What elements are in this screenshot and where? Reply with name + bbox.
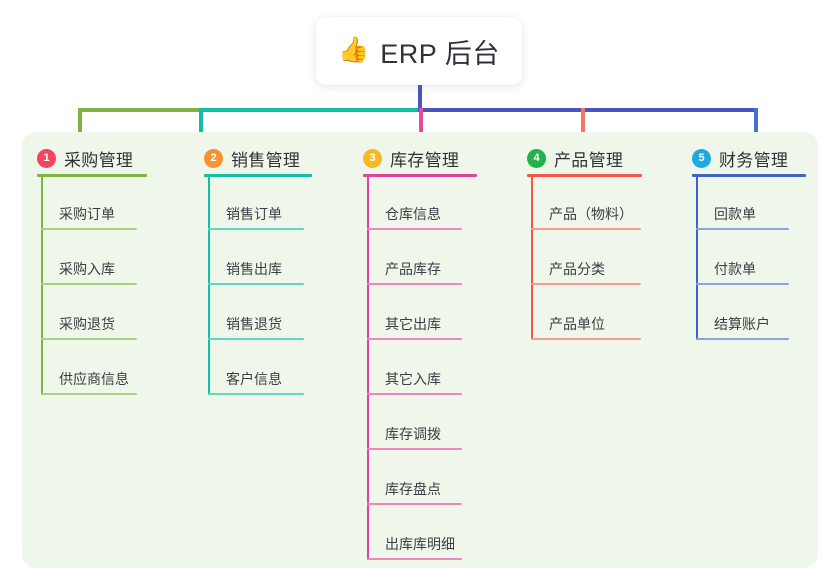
branch-leaf-label: 销售退货: [226, 316, 282, 332]
branch-header-1[interactable]: 1 采购管理: [37, 146, 133, 171]
branch-leaf-label: 采购订单: [59, 206, 115, 222]
branch-leaf-label: 回款单: [714, 206, 756, 222]
branch-leaf-label: 仓库信息: [385, 206, 441, 222]
branches-panel: [22, 132, 818, 568]
branch-leaf-underline: [367, 338, 462, 340]
branch-leaf-underline: [208, 338, 304, 340]
branch-leaf-label: 其它出库: [385, 316, 441, 332]
connector-bus-blue: [418, 108, 696, 112]
branch-leaf-underline: [367, 558, 462, 560]
branch-header-3[interactable]: 3 库存管理: [363, 146, 459, 171]
branch-leaf-label: 库存盘点: [385, 481, 441, 497]
branch-badge-2: 2: [204, 149, 223, 168]
branch-header-4[interactable]: 4 产品管理: [527, 146, 623, 171]
branch-leaf-underline: [367, 448, 462, 450]
branch-leaf-label: 出库库明细: [385, 536, 455, 552]
connector-drop-5: [754, 108, 758, 141]
branch-underline-3: [363, 174, 477, 177]
branch-stem-3: [367, 176, 369, 560]
branch-badge-3: 3: [363, 149, 382, 168]
connector-drop-3: [419, 108, 423, 141]
branch-leaf-underline: [531, 283, 641, 285]
root-node-content: 👍 ERP 后台: [338, 32, 500, 71]
connector-bus-blue-right: [694, 108, 758, 112]
branch-leaf-underline: [367, 228, 462, 230]
branch-title-3: 库存管理: [390, 151, 460, 170]
branch-leaf-underline: [208, 393, 304, 395]
connector-drop-2: [199, 108, 203, 141]
branch-leaf-label: 库存调拨: [385, 426, 441, 442]
branch-leaf-label: 产品（物料）: [549, 206, 633, 222]
connector-bus-teal: [201, 108, 420, 112]
branch-leaf-label: 产品分类: [549, 261, 605, 277]
branch-leaf-label: 采购退货: [59, 316, 115, 332]
branch-leaf-label: 付款单: [714, 261, 756, 277]
branch-leaf-underline: [696, 338, 789, 340]
branch-stem-4: [531, 176, 533, 340]
branch-leaf-underline: [696, 228, 789, 230]
branch-stem-2: [208, 176, 210, 395]
branch-underline-2: [204, 174, 312, 177]
branch-leaf-underline: [367, 283, 462, 285]
branch-stem-1: [41, 176, 43, 395]
branch-leaf-label: 其它入库: [385, 371, 441, 387]
connector-drop-4: [581, 108, 585, 141]
branch-leaf-underline: [367, 503, 462, 505]
branch-leaf-underline: [41, 393, 137, 395]
branch-leaf-underline: [208, 283, 304, 285]
branch-title-4: 产品管理: [554, 151, 624, 170]
branch-stem-5: [696, 176, 698, 340]
branch-leaf-label: 销售订单: [226, 206, 282, 222]
branch-leaf-label: 客户信息: [226, 371, 282, 387]
branch-leaf-label: 结算账户: [714, 316, 770, 332]
root-node-erp-backend[interactable]: 👍 ERP 后台: [316, 17, 522, 85]
branch-leaf-underline: [41, 228, 137, 230]
branch-leaf-label: 采购入库: [59, 261, 115, 277]
branch-underline-5: [692, 174, 806, 177]
branch-leaf-underline: [208, 228, 304, 230]
branch-underline-4: [527, 174, 642, 177]
branch-leaf-underline: [41, 338, 137, 340]
branch-header-5[interactable]: 5 财务管理: [692, 146, 788, 171]
branch-leaf-label: 供应商信息: [59, 371, 129, 387]
branch-leaf-underline: [41, 283, 137, 285]
branch-badge-1: 1: [37, 149, 56, 168]
branch-badge-5: 5: [692, 149, 711, 168]
branch-header-2[interactable]: 2 销售管理: [204, 146, 300, 171]
connector-bus-green: [78, 108, 203, 112]
branch-leaf-underline: [531, 338, 641, 340]
branch-leaf-underline: [367, 393, 462, 395]
branch-leaf-label: 产品单位: [549, 316, 605, 332]
connector-trunk-vertical: [418, 85, 422, 110]
branch-title-5: 财务管理: [719, 151, 789, 170]
connector-drop-1: [78, 108, 82, 141]
branch-leaf-underline: [696, 283, 789, 285]
branch-leaf-label: 产品库存: [385, 261, 441, 277]
branch-leaf-underline: [531, 228, 641, 230]
branch-title-1: 采购管理: [64, 151, 134, 170]
branch-underline-1: [37, 174, 147, 177]
branch-badge-4: 4: [527, 149, 546, 168]
root-node-title: ERP 后台: [380, 38, 500, 69]
thumbs-up-icon: 👍: [338, 35, 370, 64]
branch-leaf-label: 销售出库: [226, 261, 282, 277]
branch-title-2: 销售管理: [231, 151, 301, 170]
